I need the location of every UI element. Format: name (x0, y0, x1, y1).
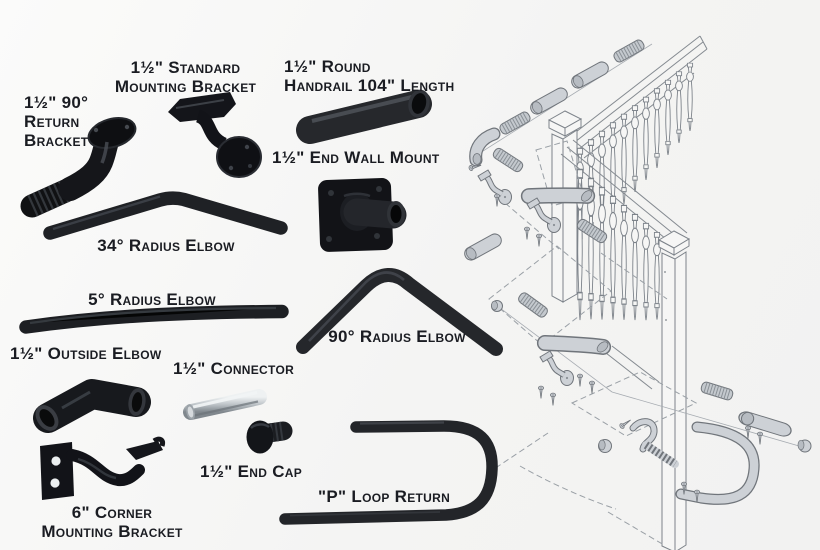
p-loop-return-label: "P" Loop Return (318, 487, 451, 506)
return-bracket-label-line1: 1½" 90° (24, 93, 89, 112)
p-loop-return-photo (279, 420, 498, 525)
radius-elbow-34-photo (43, 191, 288, 240)
stair-edge-line (605, 352, 653, 390)
return-bracket-photo (20, 117, 137, 218)
standard-mounting-bracket-label: 1½" Standard Mounting Bracket (114, 58, 257, 96)
round-handrail-label: 1½" Round Handrail 104" Length (284, 57, 455, 95)
exploded-lower-cluster (491, 290, 612, 406)
end-wall-mount-photo (318, 178, 407, 252)
corner-mounting-bracket-photo (40, 436, 165, 500)
return-bracket-label: 1½" 90° Return Bracket (24, 93, 88, 150)
upper-newel-post (547, 110, 583, 303)
lower-newel-post (657, 230, 691, 550)
connector-label: 1½" Connector (173, 359, 295, 378)
standard-mounting-bracket-photo (168, 92, 262, 178)
dashed-guides (488, 140, 698, 546)
radius-elbow-90-photo (296, 268, 503, 356)
stair-edge-line (611, 345, 660, 383)
product-photos (19, 89, 503, 525)
radius-elbow-5-photo (19, 304, 289, 334)
right-axis-line (611, 391, 807, 449)
return-bracket-label-line2: Return (24, 112, 80, 131)
outside-elbow-photo (33, 379, 151, 433)
exploded-loop-cluster (598, 380, 812, 505)
return-bracket-label-line3: Bracket (24, 131, 89, 150)
radius-elbow-90-label: 90° Radius Elbow (328, 327, 466, 346)
radius-elbow-5-label: 5° Radius Elbow (88, 290, 216, 309)
outside-elbow-label: 1½" Outside Elbow (10, 344, 162, 363)
exploded-mid-cluster (461, 169, 609, 263)
corner-mounting-bracket-label: 6" Corner Mounting Bracket (41, 503, 183, 541)
exploded-upper-rail-parts (469, 37, 647, 167)
end-wall-mount-label: 1½" End Wall Mount (272, 148, 440, 167)
end-cap-photo (246, 420, 293, 454)
connector-photo (183, 389, 267, 420)
radius-elbow-34-label: 34° Radius Elbow (97, 236, 235, 255)
round-handrail-photo (296, 89, 432, 144)
end-cap-label: 1½" End Cap (200, 462, 303, 481)
assembly-diagram (461, 35, 812, 550)
